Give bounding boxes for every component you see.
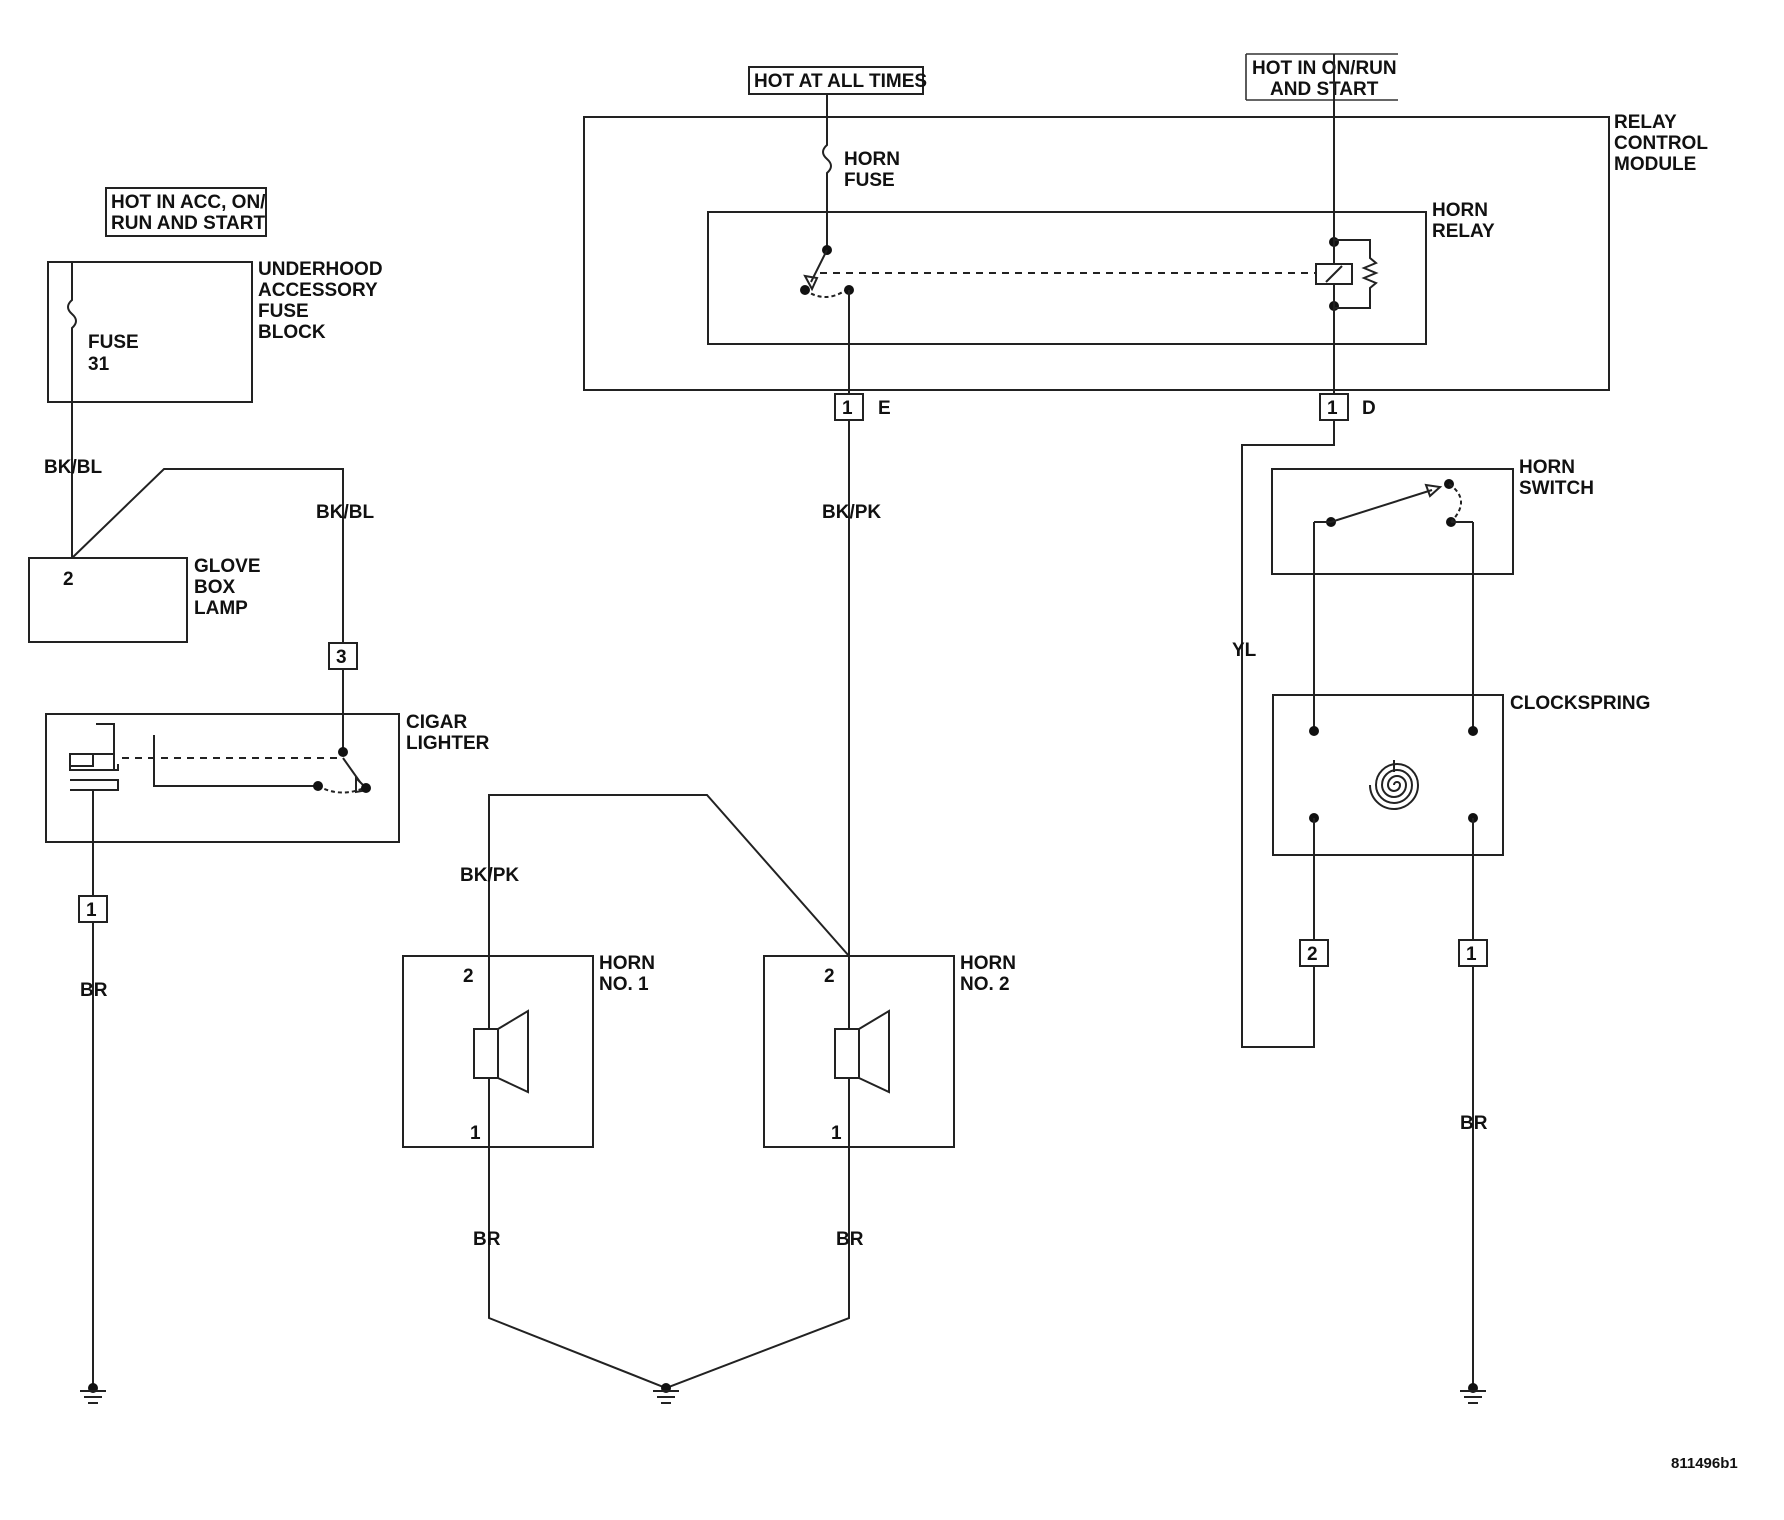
horn-speaker-icon: [834, 1009, 890, 1094]
svg-text:LIGHTER: LIGHTER: [406, 733, 490, 754]
svg-text:AND START: AND START: [1270, 79, 1379, 100]
wire-color-br-clock: BR: [1460, 1113, 1488, 1134]
bkpk-wire-horn1: [488, 794, 850, 957]
connector-3: 3: [328, 642, 358, 670]
svg-text:RELAY: RELAY: [1432, 221, 1495, 242]
wire-color-br-horn1: BR: [473, 1229, 501, 1250]
svg-text:FUSE: FUSE: [844, 170, 895, 191]
svg-text:SWITCH: SWITCH: [1519, 478, 1594, 499]
svg-text:ACCESSORY: ACCESSORY: [258, 280, 378, 301]
svg-text:LAMP: LAMP: [194, 598, 248, 619]
wire-color-bkbl-left: BK/BL: [44, 457, 102, 478]
svg-text:FUSE: FUSE: [258, 301, 309, 322]
horn-fuse: HORN FUSE: [822, 94, 900, 250]
svg-text:FUSE: FUSE: [88, 332, 139, 353]
svg-text:2: 2: [463, 966, 474, 987]
svg-text:1: 1: [1327, 398, 1338, 419]
svg-text:BOX: BOX: [194, 577, 236, 598]
wire-color-yl: YL: [1232, 640, 1257, 661]
svg-text:1: 1: [831, 1123, 842, 1144]
svg-text:3: 3: [336, 647, 347, 668]
horn-no-1: 2 1 HORN NO. 1: [402, 953, 655, 1148]
hot-at-all-times-label: HOT AT ALL TIMES: [748, 66, 927, 95]
svg-text:HORN: HORN: [1432, 200, 1488, 221]
glove-box-lamp: 2 GLOVE BOX LAMP: [28, 556, 261, 643]
connector-1-cigar: 1: [78, 895, 108, 923]
connector-e: 1 E: [834, 393, 891, 421]
svg-text:1: 1: [1466, 944, 1477, 965]
ground-icon: [80, 1383, 106, 1404]
svg-text:NO. 1: NO. 1: [599, 974, 649, 995]
yl-wire: [1241, 420, 1335, 1048]
cigar-lighter: CIGAR LIGHTER: [45, 712, 490, 843]
underhood-fuse-block: UNDERHOOD ACCESSORY FUSE BLOCK: [47, 259, 383, 403]
wire-color-br-cigar: BR: [80, 980, 108, 1001]
svg-text:UNDERHOOD: UNDERHOOD: [258, 259, 383, 280]
svg-text:HORN: HORN: [599, 953, 655, 974]
horn-switch: HORN SWITCH: [1271, 457, 1594, 575]
svg-text:HOT IN ON/RUN: HOT IN ON/RUN: [1252, 58, 1397, 79]
wire-color-bkpk-main: BK/PK: [822, 502, 881, 523]
wire-color-br-horn2: BR: [836, 1229, 864, 1250]
connector-2-clockspring: 2: [1299, 939, 1329, 967]
ground-icon: [653, 1383, 679, 1404]
svg-text:GLOVE: GLOVE: [194, 556, 261, 577]
fuse-31: FUSE 31: [67, 262, 139, 440]
svg-text:2: 2: [1307, 944, 1318, 965]
figure-id: 811496b1: [1671, 1455, 1738, 1472]
svg-text:HOT IN ACC, ON/: HOT IN ACC, ON/: [111, 192, 266, 213]
svg-text:1: 1: [842, 398, 853, 419]
hot-in-acc-label: HOT IN ACC, ON/ RUN AND START: [105, 187, 267, 237]
svg-text:2: 2: [824, 966, 835, 987]
svg-text:CLOCKSPRING: CLOCKSPRING: [1510, 693, 1650, 714]
br-wire-horns: [488, 1147, 850, 1390]
clockspring-spiral-icon: [1369, 760, 1420, 810]
wire-color-bkpk-horn1: BK/PK: [460, 865, 519, 886]
ground-icon: [1460, 1383, 1486, 1404]
svg-text:1: 1: [86, 900, 97, 921]
horn-relay: HORN RELAY: [707, 200, 1495, 345]
svg-text:HORN: HORN: [960, 953, 1016, 974]
svg-text:D: D: [1362, 398, 1376, 419]
clockspring: CLOCKSPRING: [1272, 693, 1650, 856]
svg-text:HOT AT ALL TIMES: HOT AT ALL TIMES: [754, 71, 927, 92]
svg-text:HORN: HORN: [844, 149, 900, 170]
horn-no-2: 2 1 HORN NO. 2: [763, 953, 1016, 1148]
svg-text:CIGAR: CIGAR: [406, 712, 468, 733]
connector-d: 1 D: [1319, 393, 1376, 421]
svg-text:BLOCK: BLOCK: [258, 322, 326, 343]
hot-in-run-label: HOT IN ON/RUN AND START: [1245, 53, 1398, 101]
svg-text:1: 1: [470, 1123, 481, 1144]
svg-text:MODULE: MODULE: [1614, 154, 1696, 175]
connector-1-clockspring: 1: [1458, 939, 1488, 967]
svg-text:E: E: [878, 398, 891, 419]
relay-control-module: RELAY CONTROL MODULE: [583, 112, 1708, 391]
bkbl-wire-right: [71, 468, 344, 643]
svg-text:RUN AND START: RUN AND START: [111, 213, 265, 234]
svg-text:NO. 2: NO. 2: [960, 974, 1010, 995]
svg-text:HORN: HORN: [1519, 457, 1575, 478]
svg-text:RELAY: RELAY: [1614, 112, 1677, 133]
svg-text:CONTROL: CONTROL: [1614, 133, 1708, 154]
horn-speaker-icon: [473, 1009, 529, 1094]
svg-text:31: 31: [88, 354, 110, 375]
wire-color-bkbl-right: BK/BL: [316, 502, 374, 523]
svg-text:2: 2: [63, 569, 74, 590]
